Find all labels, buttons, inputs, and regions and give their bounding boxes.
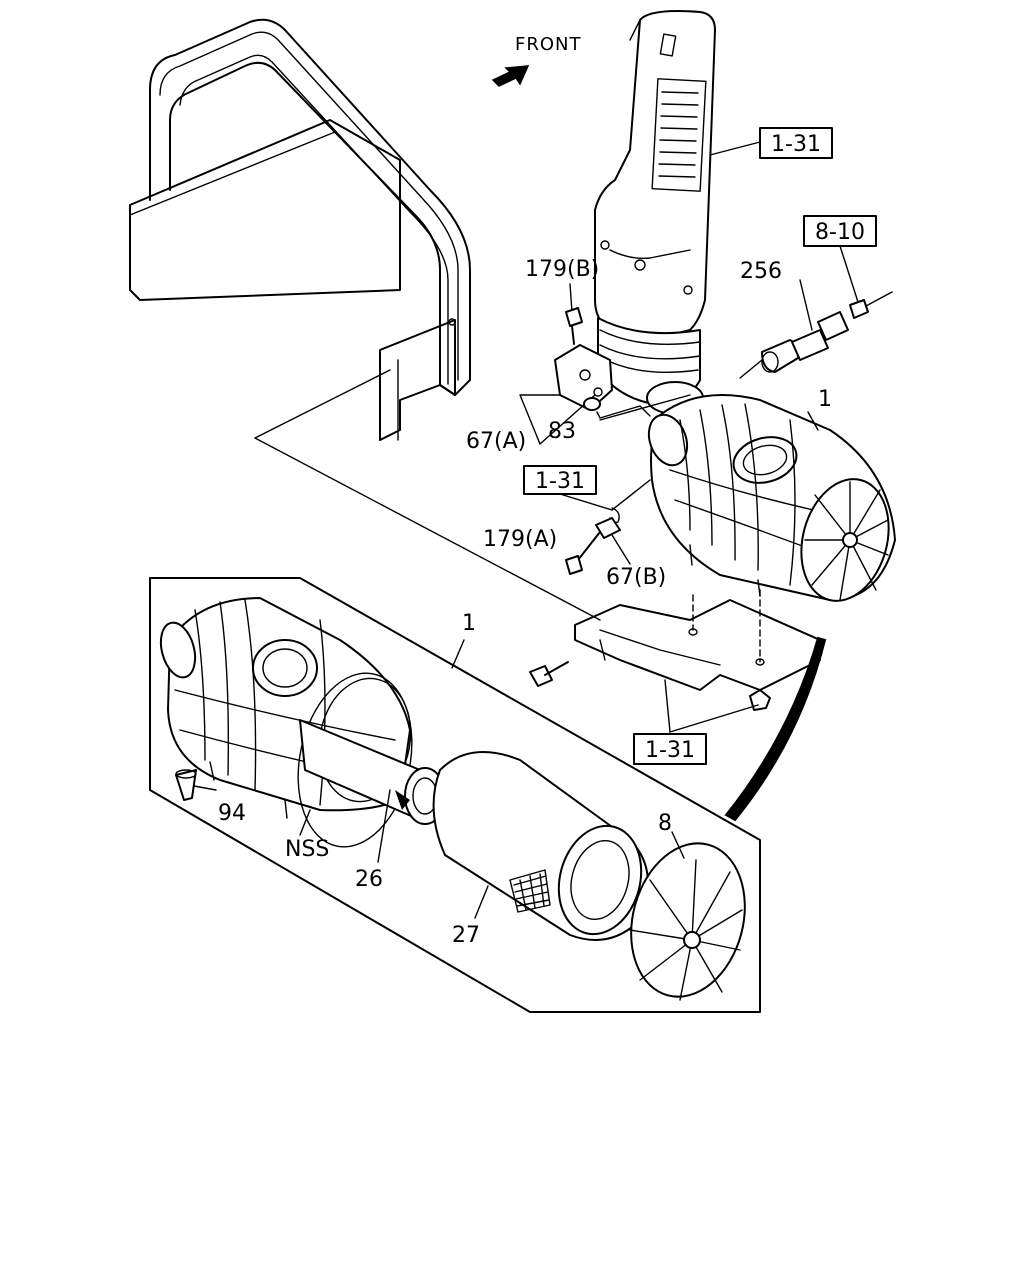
- mounting-bracket: 1-31: [529, 589, 821, 765]
- detail-panel: 1 94 NSS 26 27: [149, 577, 761, 1013]
- callout-nss: NSS: [285, 837, 329, 862]
- callout-94: 94: [218, 801, 246, 826]
- callout-67b: 67(B): [606, 565, 666, 590]
- callout-179a: 179(A): [483, 527, 557, 552]
- front-label: FRONT: [515, 34, 582, 55]
- ref-sensor-label: 8-10: [815, 220, 865, 245]
- section-line: [254, 369, 391, 439]
- ref-duct-label: 1-31: [771, 132, 821, 157]
- ref-box-sensor: 8-10: [803, 215, 877, 247]
- callout-1-upper: 1: [818, 387, 832, 412]
- restriction-sensor: 256: [739, 245, 893, 379]
- ref-bracket-label: 1-31: [645, 738, 695, 763]
- callout-27: 27: [452, 923, 480, 948]
- detail-arrow: [724, 636, 827, 822]
- callout-83: 83: [548, 419, 576, 444]
- callout-26: 26: [355, 867, 383, 892]
- callout-1-detail: 1: [462, 611, 476, 636]
- callout-8: 8: [658, 811, 672, 836]
- cab-frame: [129, 18, 471, 441]
- arrow-front-icon: [491, 65, 530, 87]
- section-line-2: [254, 437, 601, 621]
- callout-179b: 179(B): [525, 257, 599, 282]
- ref-box-duct: 1-31: [759, 127, 833, 159]
- callout-67a: 67(A): [466, 429, 526, 454]
- front-indicator: FRONT: [491, 34, 582, 87]
- ring-83: [583, 397, 601, 411]
- bracket-a-group: 179(B) 67(A) 83: [466, 257, 651, 454]
- ref-clip-label: 1-31: [535, 469, 585, 494]
- intake-duct: [594, 10, 761, 415]
- clip-group: 1-31 179(A) 67(B): [483, 465, 666, 590]
- callout-256: 256: [740, 259, 782, 284]
- air-cleaner-installed: 1: [599, 387, 896, 602]
